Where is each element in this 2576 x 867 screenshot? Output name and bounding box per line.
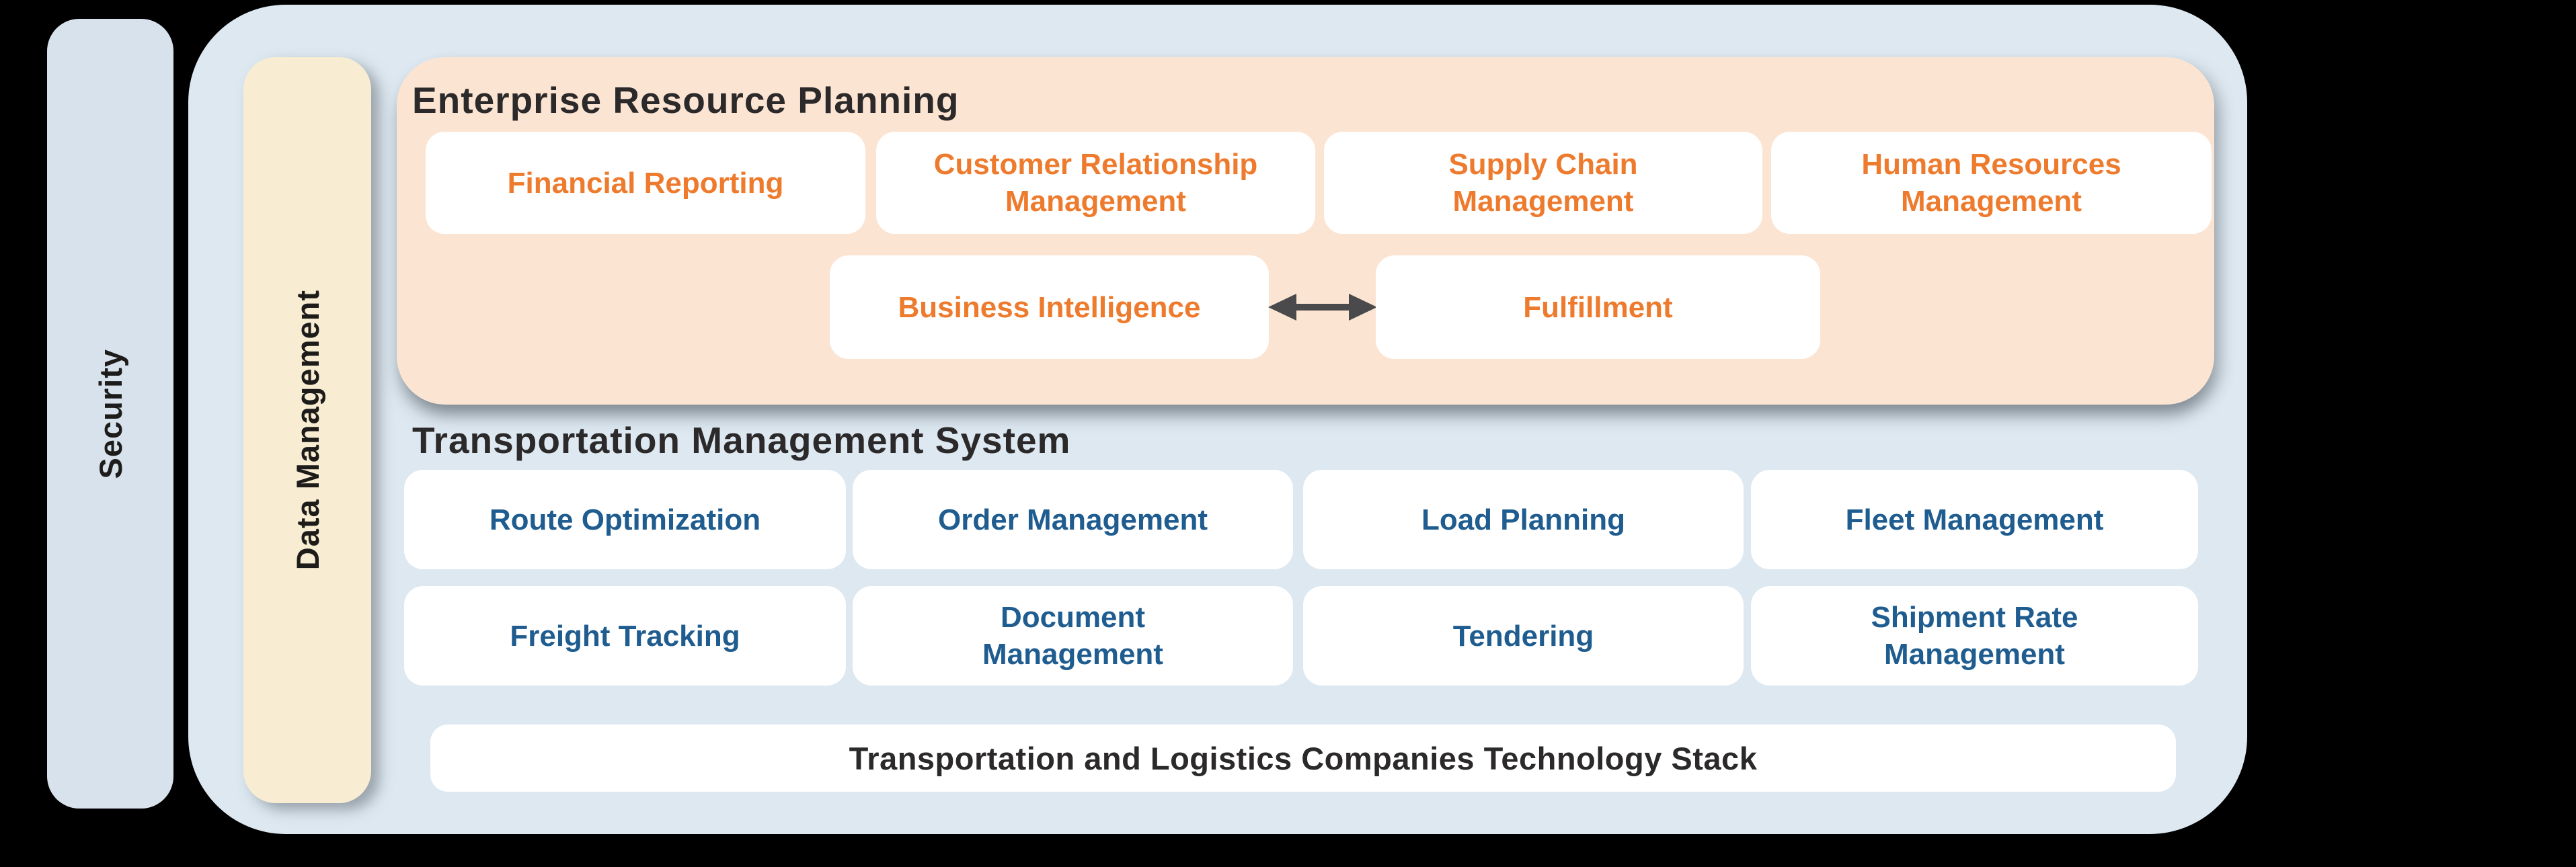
tms-node-fleet-management: Fleet Management bbox=[1751, 470, 2198, 569]
tms-node-load-planning: Load Planning bbox=[1303, 470, 1744, 569]
tms-node-shipment-rate-management: Shipment Rate Management bbox=[1751, 586, 2198, 686]
erp-node-label: Customer Relationship Management bbox=[933, 148, 1258, 218]
erp-node-supply-chain-management: Supply Chain Management bbox=[1324, 132, 1762, 234]
bidirectional-arrow-icon bbox=[1268, 294, 1377, 321]
tms-node-route-optimization: Route Optimization bbox=[404, 470, 846, 569]
tms-node-label: Fleet Management bbox=[1845, 503, 2104, 536]
erp-node-financial-reporting: Financial Reporting bbox=[426, 132, 865, 234]
stack-caption-label: Transportation and Logistics Companies T… bbox=[849, 740, 1758, 776]
erp-node-customer-relationship-management: Customer Relationship Management bbox=[876, 132, 1315, 234]
tms-node-label: Route Optimization bbox=[489, 503, 761, 536]
tms-node-order-management: Order Management bbox=[853, 470, 1293, 569]
tms-node-label: Document Management bbox=[982, 601, 1163, 671]
erp-node-label: Supply Chain Management bbox=[1448, 148, 1638, 218]
tms-node-freight-tracking: Freight Tracking bbox=[404, 586, 846, 686]
erp-node-fulfillment: Fulfillment bbox=[1376, 255, 1820, 359]
tms-node-document-management: Document Management bbox=[853, 586, 1293, 686]
tms-node-label: Load Planning bbox=[1421, 503, 1626, 536]
tms-node-tendering: Tendering bbox=[1303, 586, 1744, 686]
tms-node-label: Order Management bbox=[938, 503, 1208, 536]
tms-section-title: Transportation Management System bbox=[412, 419, 1071, 461]
erp-node-label: Business Intelligence bbox=[898, 290, 1201, 324]
erp-node-label: Financial Reporting bbox=[507, 166, 784, 200]
erp-node-label: Fulfillment bbox=[1523, 290, 1673, 324]
data-management-layer-label: Data Management bbox=[289, 290, 325, 571]
data-management-layer-bar: Data Management bbox=[243, 57, 371, 803]
security-layer-label: Security bbox=[92, 348, 128, 479]
stack-caption-bar: Transportation and Logistics Companies T… bbox=[430, 725, 2176, 792]
erp-node-business-intelligence: Business Intelligence bbox=[830, 255, 1269, 359]
erp-node-label: Human Resources Management bbox=[1861, 148, 2121, 218]
tms-node-label: Tendering bbox=[1452, 619, 1594, 653]
security-layer-bar: Security bbox=[47, 19, 173, 809]
tms-node-label: Freight Tracking bbox=[510, 619, 740, 653]
erp-node-human-resources-management: Human Resources Management bbox=[1771, 132, 2212, 234]
tms-node-label: Shipment Rate Management bbox=[1871, 601, 2078, 671]
erp-panel-title: Enterprise Resource Planning bbox=[412, 79, 960, 121]
